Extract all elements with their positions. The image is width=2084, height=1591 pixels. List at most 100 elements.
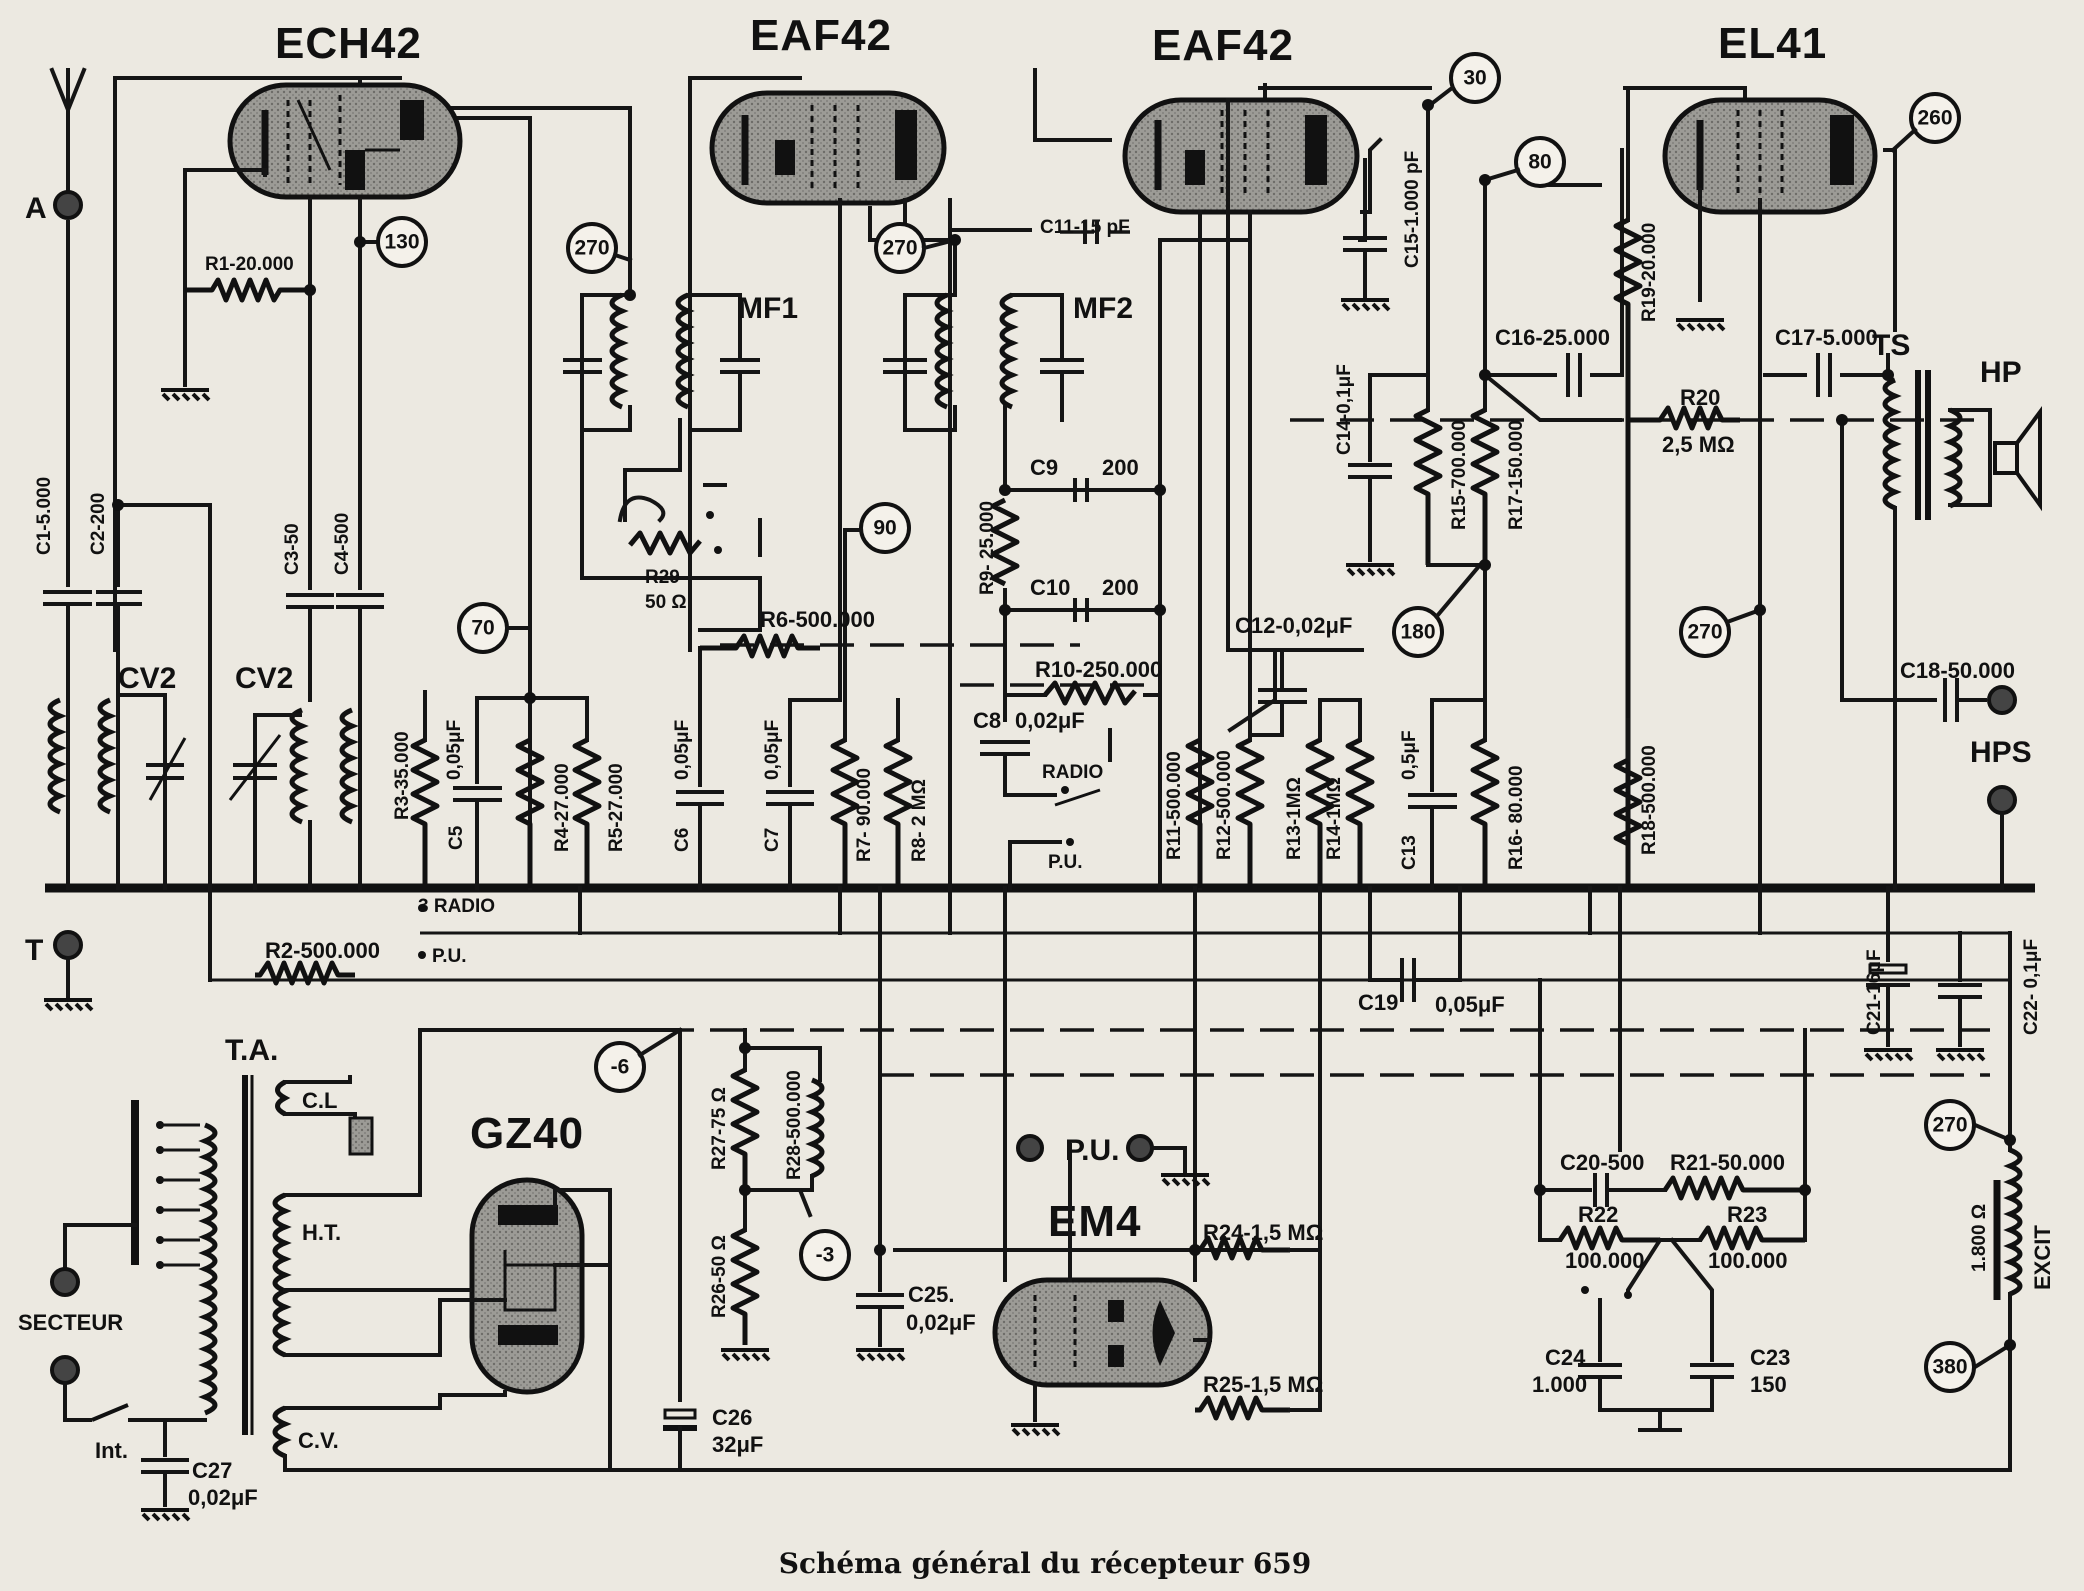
output-feedback-section — [1344, 103, 1624, 890]
svg-text:270: 270 — [574, 237, 609, 260]
label-r22-value: 100.000 — [1565, 1248, 1645, 1273]
label-pu-2: P.U. — [432, 946, 467, 967]
label-ts: TS — [1872, 329, 1910, 362]
tube-label-eaf42-1: EAF42 — [750, 11, 892, 60]
label-r14: R14-1MΩ — [1324, 777, 1345, 860]
test-point-180: 180 — [1392, 606, 1444, 658]
label-r24: R24-1,5 MΩ — [1203, 1220, 1323, 1245]
label-c12: C12-0,02μF — [1235, 613, 1352, 638]
label-r19: R19-20.000 — [1639, 223, 1660, 322]
label-mf1: MF1 — [738, 292, 798, 325]
svg-text:70: 70 — [471, 617, 494, 640]
label-mf2: MF2 — [1073, 292, 1133, 325]
label-r7: R7- 90.000 — [854, 768, 875, 862]
label-r15: R15-700.000 — [1449, 420, 1470, 530]
svg-text:-3: -3 — [816, 1244, 835, 1267]
label-c22: C22- 0,1μF — [2021, 939, 2042, 1035]
if-transformer-mf1 — [563, 248, 762, 632]
label-ta: T.A. — [225, 1034, 278, 1067]
tube-label-eaf42-2: EAF42 — [1152, 21, 1294, 70]
label-c7v: 0,05μF — [762, 720, 783, 780]
tube-label-ech42: ECH42 — [275, 19, 422, 68]
label-c14: C14-0,1μF — [1334, 364, 1355, 455]
label-r29-value: 50 Ω — [645, 592, 687, 613]
label-r2: R2-500.000 — [265, 938, 380, 963]
test-point-90: 90 — [859, 502, 911, 554]
label-cv2-a: CV2 — [118, 662, 176, 695]
label-r12: R12-500.000 — [1214, 750, 1235, 860]
label-r25: R25-1,5 MΩ — [1203, 1372, 1323, 1397]
label-c13: C13 — [1399, 835, 1420, 870]
tone-network — [1538, 978, 1807, 1432]
label-c5: C5 — [446, 825, 467, 850]
svg-text:80: 80 — [1528, 151, 1551, 174]
label-r18: R18-500.000 — [1639, 745, 1660, 855]
test-point-380: 380 — [1924, 1341, 1976, 1393]
label-excit: EXCIT — [2030, 1225, 2055, 1290]
tube-label-gz40: GZ40 — [470, 1109, 584, 1158]
label-c23v: 150 — [1750, 1372, 1787, 1397]
bus-branches — [578, 886, 1890, 1342]
label-c6: C6 — [672, 828, 693, 852]
label-c6v: 0,05μF — [672, 720, 693, 780]
test-point-270-c: 270 — [1679, 606, 1731, 658]
label-r11: R11-500.000 — [1164, 751, 1185, 860]
label-c17: C17-5.000 — [1775, 325, 1878, 350]
test-point-270-d: 270 — [1924, 1099, 1976, 1151]
filter-section — [1862, 931, 2023, 1442]
tube-el41 — [1662, 97, 1878, 215]
test-point-80: 80 — [1514, 136, 1566, 188]
tube-ech42 — [227, 82, 463, 200]
svg-text:380: 380 — [1932, 1356, 1967, 1379]
label-r27: R27-75 Ω — [709, 1087, 730, 1170]
label-r5: R5-27.000 — [606, 763, 627, 852]
tube-gz40 — [469, 1177, 585, 1395]
tube-label-el41: EL41 — [1718, 19, 1827, 68]
label-int: Int. — [95, 1438, 128, 1463]
resistor-r2 — [255, 960, 355, 986]
label-c15: C15-1.000 pF — [1402, 151, 1423, 268]
svg-text:90: 90 — [873, 517, 896, 540]
tube-eaf42-1 — [709, 90, 947, 206]
af-stage-section — [1158, 98, 1391, 1147]
label-radio-2: 3 RADIO — [418, 896, 495, 917]
bias-network — [628, 1028, 825, 1472]
label-c27v: 0,02μF — [188, 1485, 258, 1510]
label-cl: C.L — [302, 1088, 337, 1113]
svg-text:270: 270 — [1932, 1114, 1967, 1137]
pickup-jack — [1016, 1134, 1211, 1187]
label-c9: C9 — [1030, 455, 1058, 480]
label-c10v: 200 — [1102, 575, 1139, 600]
label-r3: R3-35.000 — [392, 731, 413, 820]
label-r23: R23 — [1727, 1202, 1767, 1227]
power-supply-section — [50, 1028, 2012, 1522]
label-r16: R16- 80.000 — [1506, 765, 1527, 870]
label-r13: R13-1MΩ — [1284, 777, 1305, 860]
label-secteur: SECTEUR — [18, 1310, 123, 1335]
test-point-minus-6: -6 — [594, 1041, 646, 1093]
label-pu-jack: P.U. — [1065, 1134, 1119, 1167]
label-c26: C26 — [712, 1405, 752, 1430]
label-r4: R4-27.000 — [552, 763, 573, 852]
label-r20: R20 — [1680, 385, 1720, 410]
label-c8: C8 — [973, 708, 1001, 733]
tube-label-em4: EM4 — [1048, 1197, 1141, 1246]
svg-text:270: 270 — [1687, 621, 1722, 644]
label-r1: R1-20.000 — [205, 254, 294, 275]
label-c18: C18-50.000 — [1900, 658, 2015, 683]
svg-text:130: 130 — [384, 231, 419, 254]
label-c20: C20-500 — [1560, 1150, 1644, 1175]
diagram-caption: Schéma général du récepteur 659 — [779, 1547, 1312, 1580]
label-ht: H.T. — [302, 1220, 341, 1245]
antenna-section — [42, 67, 212, 1012]
label-r10: R10-250.000 — [1035, 657, 1162, 682]
svg-text:260: 260 — [1917, 107, 1952, 130]
label-c10: C10 — [1030, 575, 1070, 600]
label-c21: C21-16μF — [1864, 949, 1885, 1035]
svg-text:270: 270 — [882, 237, 917, 260]
label-c24: C24 — [1545, 1345, 1586, 1370]
test-point-260: 260 — [1909, 92, 1961, 144]
top-wiring — [113, 68, 1897, 890]
test-point-minus-3: -3 — [799, 1229, 851, 1281]
label-r29: R29 — [645, 567, 680, 588]
